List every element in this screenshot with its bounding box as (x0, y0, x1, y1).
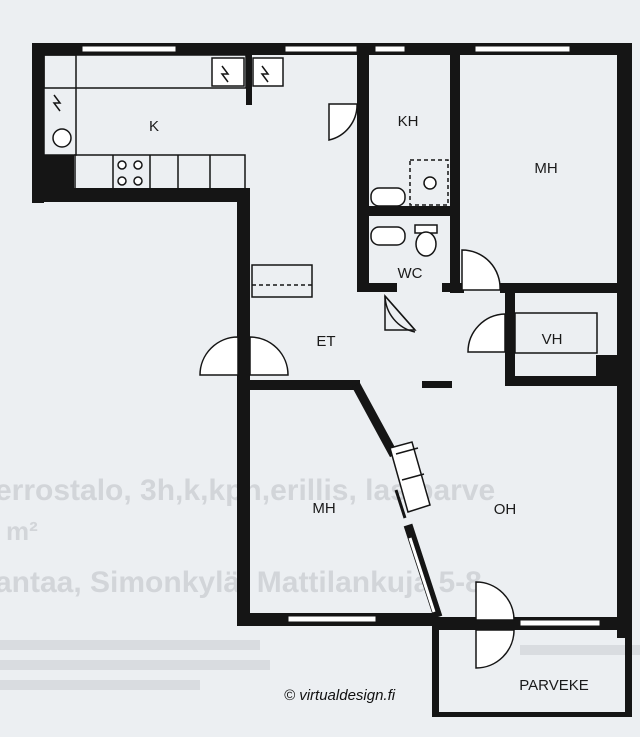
wall-kh-left (357, 43, 369, 290)
window-bedroom-top (474, 45, 571, 53)
label-kitchen: K (149, 118, 159, 135)
diagonal-wall (352, 382, 443, 619)
background-text-line2: m² (6, 516, 38, 546)
door-bedroom-top (461, 249, 501, 291)
label-toilet: WC (398, 265, 423, 282)
door-kh (328, 103, 358, 141)
balcony-right-rail (625, 617, 632, 717)
wall-wc-bottom-left (357, 283, 397, 292)
wall-closet-bottom (505, 376, 632, 386)
balcony-bottom-rail (432, 712, 632, 717)
door-bedroom-bottom (389, 441, 431, 513)
closet-block (596, 355, 617, 380)
window-bedroom-bottom (287, 615, 377, 623)
wardrobe (251, 264, 313, 298)
balcony-left-rail (432, 617, 439, 717)
label-bedroom-bottom: MH (312, 500, 335, 517)
hall-wardrobe (251, 264, 313, 298)
bathroom-fixtures (370, 159, 449, 257)
window-living (519, 619, 601, 627)
label-dressing-room: KH (398, 113, 419, 130)
credit-text: © virtualdesign.fi (284, 687, 396, 704)
wall-kh-wc (357, 206, 457, 216)
wall-bedroom-top-bottom (500, 283, 632, 293)
window-kh (374, 45, 406, 53)
room-labels: K KH MH WC VH ET MH OH PARVEKE (149, 113, 589, 694)
washer-space (409, 159, 449, 206)
label-balcony: PARVEKE (519, 677, 588, 694)
toilet-bowl (415, 231, 437, 257)
wall-closet-left (505, 283, 515, 385)
sink-wc (370, 226, 406, 246)
window-kitchen (81, 45, 177, 53)
counter-left (43, 54, 77, 156)
kitchen-fixtures (43, 54, 284, 190)
sink (52, 128, 72, 148)
doors (199, 103, 515, 669)
kitchen-divider (246, 55, 252, 105)
label-closet: VH (542, 331, 563, 348)
wall-left-hall (237, 188, 250, 625)
door-entrance-right (249, 336, 289, 376)
wall-hall-stub (422, 381, 452, 388)
door-wc (384, 295, 416, 333)
door-closet (467, 313, 506, 353)
door-balcony-top (475, 581, 515, 621)
sink-kh (370, 187, 406, 207)
wall-kitchen-bottom (32, 188, 250, 202)
kitchen-corner-block (32, 155, 74, 202)
label-living-room: OH (494, 501, 517, 518)
wall-kh-right (450, 43, 460, 293)
door-balcony-bottom (475, 629, 515, 669)
wall-right (617, 43, 632, 638)
windows (81, 45, 601, 627)
stove-ring (117, 160, 127, 170)
door-entrance-left (199, 336, 239, 376)
counter-bottom (74, 154, 246, 190)
label-bedroom-top: MH (534, 160, 557, 177)
window-hall-top (284, 45, 358, 53)
washer-icon (423, 176, 437, 190)
label-hall: ET (316, 333, 335, 350)
wall-bedroom-top (237, 380, 360, 390)
closet-box (514, 312, 598, 354)
